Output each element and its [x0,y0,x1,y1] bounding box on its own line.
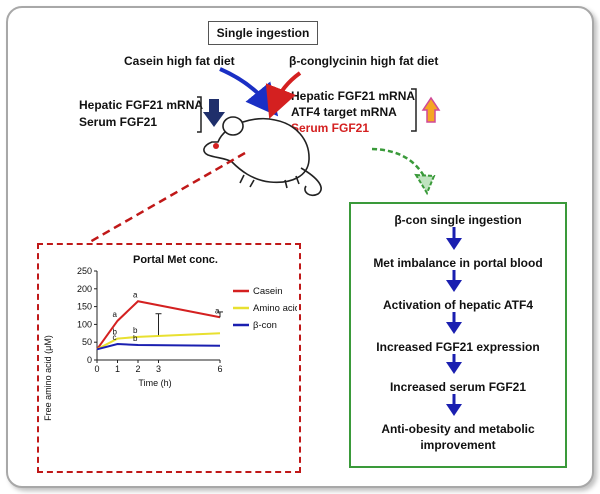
portal-link-line [87,151,246,245]
flow-arrow-5 [446,394,462,416]
flow-step-6b: improvement [420,438,496,452]
chart-title: Portal Met conc. [133,254,218,266]
legend-label-1: Amino acid mix. [253,303,297,314]
x-tick-label: 2 [135,364,140,374]
green-dashed-arrow [371,147,436,196]
down-arrow-icon [203,99,225,127]
right-effect-fgf21-mrna: Hepatic FGF21 mRNA [291,89,416,103]
flow-step-5: Increased serum FGF21 [389,380,527,394]
left-effect-serum-fgf21: Serum FGF21 [79,115,158,129]
y-tick-label: 50 [82,337,92,347]
sig-letter: a [215,306,220,315]
sig-letter: b [133,326,138,335]
flow-step-2: Met imbalance in portal blood [373,256,543,270]
sig-letter: a [113,310,118,319]
y-tick-label: 200 [77,284,92,294]
x-tick-label: 3 [156,364,161,374]
chart-ylabel: Free amino acid (μM) [43,335,53,421]
flow-step-3: Activation of hepatic ATF4 [382,298,533,312]
y-tick-label: 250 [77,266,92,276]
flow-step-4: Increased FGF21 expression [376,340,540,354]
right-effect-serum-fgf21: Serum FGF21 [291,121,370,135]
left-effect-fgf21-mrna: Hepatic FGF21 mRNA [79,98,204,112]
y-tick-label: 0 [87,355,92,365]
x-tick-label: 0 [94,364,99,374]
flow-arrow-4 [446,354,462,374]
series-line-2 [96,342,221,351]
mechanism-flow-box: β-con single ingestion Met imbalance in … [349,202,567,468]
sig-letter: a [133,290,138,299]
x-tick-label: 6 [217,364,222,374]
conglycinin-diet-label: β-conglycinin high fat diet [289,54,439,68]
legend-label-2: β-con [253,320,277,331]
flow-step-1: β-con single ingestion [394,213,522,227]
right-bracket [411,88,417,132]
series-line-0 [96,300,221,350]
top-illustration [87,67,441,245]
x-tick-label: 1 [115,364,120,374]
up-arrow-icon [421,96,441,123]
y-tick-label: 150 [77,302,92,312]
right-effect-atf4-mrna: ATF4 target mRNA [291,105,397,119]
portal-met-chart: Portal Met conc. Free amino acid (μM) Ti… [43,254,297,421]
sig-letter: c [113,333,117,342]
flow-arrows [446,227,462,416]
casein-arrow [219,67,279,117]
flow-arrow-2 [446,270,462,292]
chart-xlabel: Time (h) [138,378,171,388]
flow-arrow-3 [446,312,462,334]
sig-letter: b [133,334,138,343]
conglycinin-arrow [265,71,302,119]
single-ingestion-title: Single ingestion [208,21,318,45]
flow-step-6a: Anti-obesity and metabolic [381,422,535,436]
left-bracket [197,96,202,133]
portal-met-inset [37,243,301,473]
mouse-icon [203,116,322,197]
y-tick-label: 100 [77,319,92,329]
legend-label-0: Casein [253,286,283,297]
sig-letter: b [113,328,118,337]
series-line-1 [96,332,221,351]
flow-arrow-1 [446,227,462,250]
casein-diet-label: Casein high fat diet [124,54,235,68]
